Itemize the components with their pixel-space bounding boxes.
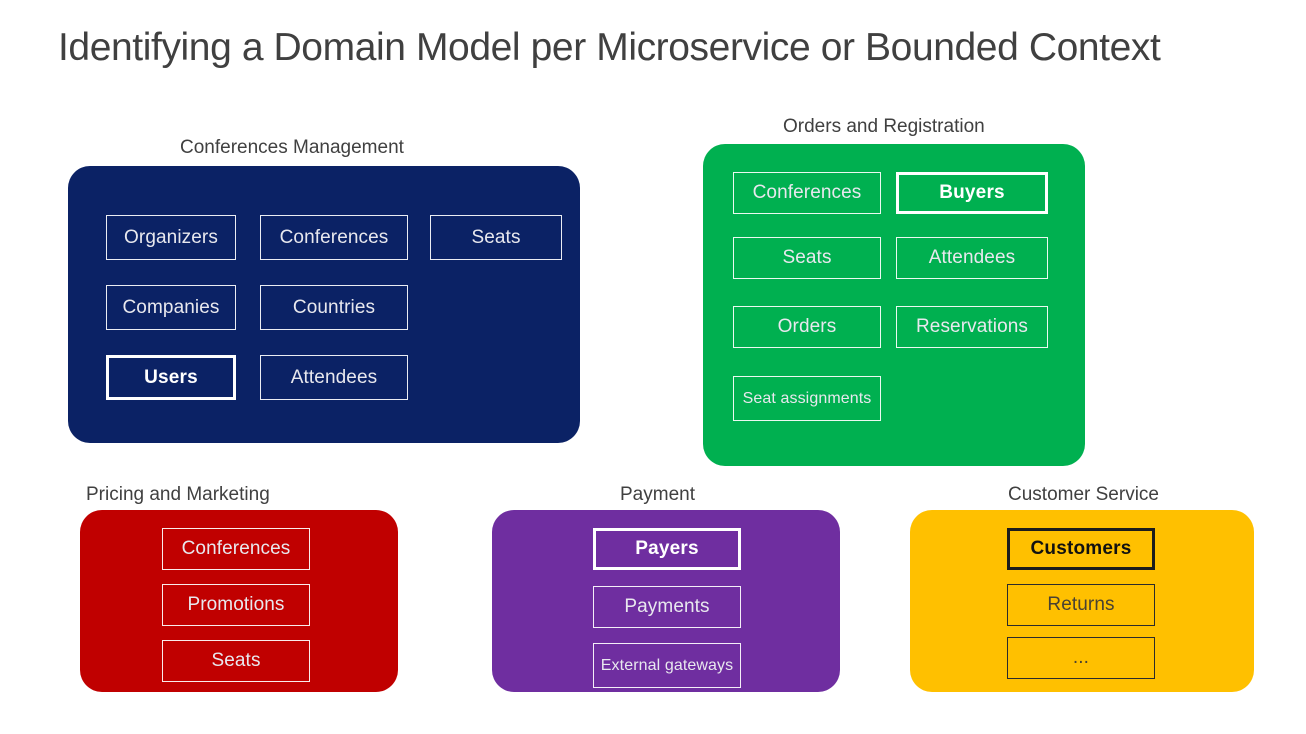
entity-seats[interactable]: Seats	[430, 215, 562, 260]
entity-external-gateways[interactable]: External gateways	[593, 643, 741, 688]
context-panel-conferences-management: Organizers Conferences Seats Companies C…	[68, 166, 580, 443]
entity-countries[interactable]: Countries	[260, 285, 408, 330]
entity-attendees[interactable]: Attendees	[260, 355, 408, 400]
entity-reservations[interactable]: Reservations	[896, 306, 1048, 348]
entity-conferences[interactable]: Conferences	[260, 215, 408, 260]
context-label-customer-service: Customer Service	[1008, 484, 1159, 505]
entity-seat-assignments[interactable]: Seat assignments	[733, 376, 881, 421]
context-panel-customer-service: Customers Returns ...	[910, 510, 1254, 692]
entity-promotions[interactable]: Promotions	[162, 584, 310, 626]
entity-conferences[interactable]: Conferences	[162, 528, 310, 570]
entity-buyers[interactable]: Buyers	[896, 172, 1048, 214]
entity-customers[interactable]: Customers	[1007, 528, 1155, 570]
entity-seats[interactable]: Seats	[733, 237, 881, 279]
context-panel-payment: Payers Payments External gateways	[492, 510, 840, 692]
context-panel-pricing-and-marketing: Conferences Promotions Seats	[80, 510, 398, 692]
entity-attendees[interactable]: Attendees	[896, 237, 1048, 279]
entity-payments[interactable]: Payments	[593, 586, 741, 628]
context-label-orders-and-registration: Orders and Registration	[783, 116, 985, 137]
entity-orders[interactable]: Orders	[733, 306, 881, 348]
entity-seats[interactable]: Seats	[162, 640, 310, 682]
entity-payers[interactable]: Payers	[593, 528, 741, 570]
entity-conferences[interactable]: Conferences	[733, 172, 881, 214]
entity-companies[interactable]: Companies	[106, 285, 236, 330]
context-panel-orders-and-registration: Conferences Buyers Seats Attendees Order…	[703, 144, 1085, 466]
page-title: Identifying a Domain Model per Microserv…	[58, 26, 1161, 69]
context-label-payment: Payment	[620, 484, 695, 505]
entity-organizers[interactable]: Organizers	[106, 215, 236, 260]
context-label-pricing-and-marketing: Pricing and Marketing	[86, 484, 270, 505]
entity-users[interactable]: Users	[106, 355, 236, 400]
context-label-conferences-management: Conferences Management	[180, 137, 404, 158]
entity-ellipsis[interactable]: ...	[1007, 637, 1155, 679]
entity-returns[interactable]: Returns	[1007, 584, 1155, 626]
